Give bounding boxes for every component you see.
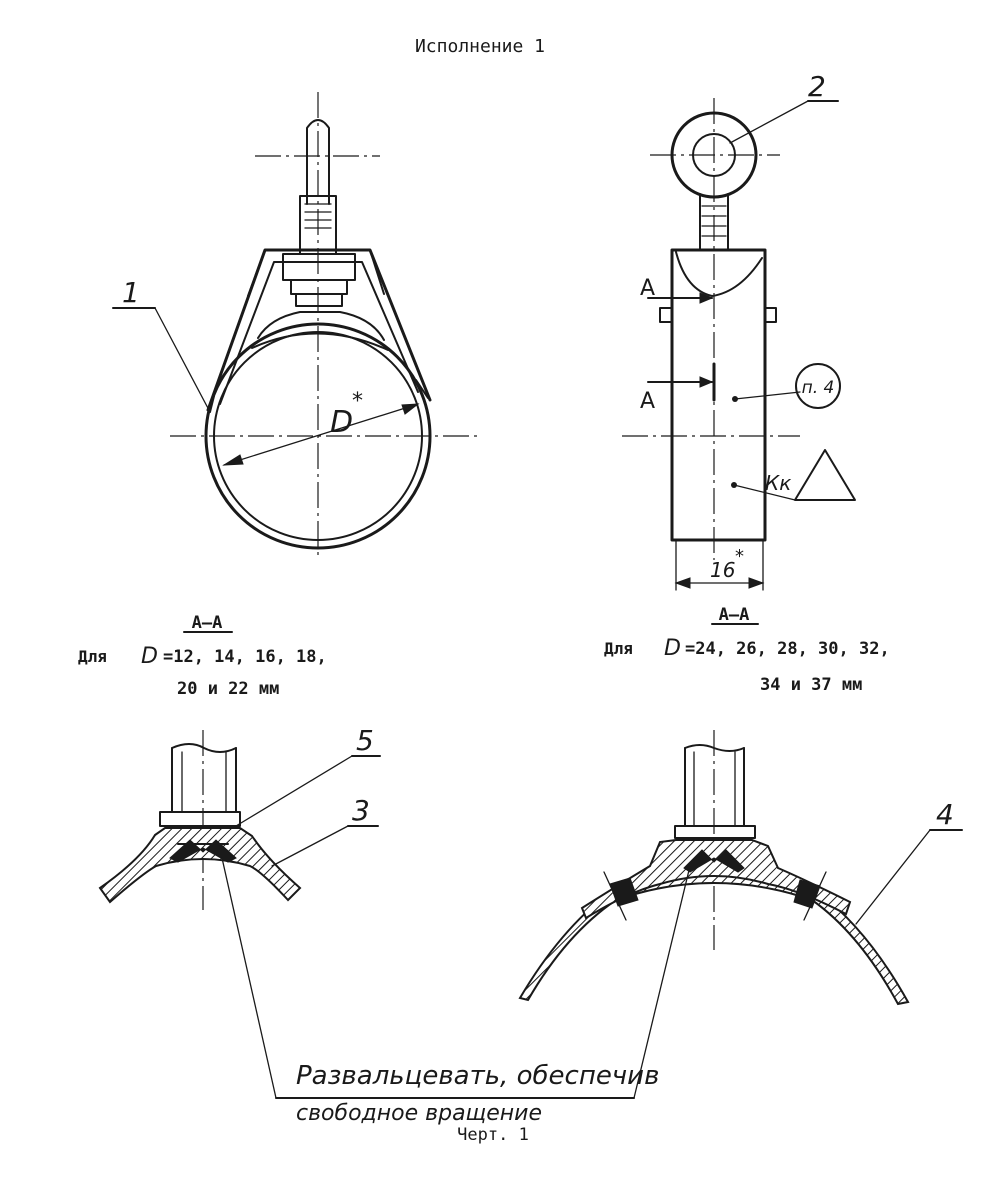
section-right-line2: 34 и 37 мм — [760, 675, 862, 695]
section-left-symbol: D — [141, 644, 158, 669]
section-right-title: А–А — [719, 605, 750, 625]
section-right-prefix: Для — [604, 639, 633, 658]
section-right-symbol: D — [664, 636, 681, 661]
drawing-title: Исполнение 1 — [415, 36, 545, 57]
section-left-values: =12, 14, 16, 18, — [163, 647, 327, 667]
section-left-title: А–А — [192, 613, 223, 633]
callout-3: 3 — [352, 794, 370, 827]
assembly-note: Развальцевать, обеспечив свободное враще… — [221, 857, 691, 1126]
note-line-2: свободное вращение — [296, 1101, 542, 1126]
section-left-line2: 20 и 22 мм — [177, 679, 279, 699]
note-line-1: Развальцевать, обеспечив — [296, 1061, 659, 1091]
width-asterisk: * — [735, 546, 744, 567]
section-right-detail: 4 — [518, 730, 963, 1006]
clamp-side-view: A A п. 4 Кк 16 * 2 — [622, 70, 856, 591]
width-dimension: 16 — [710, 558, 735, 582]
clamp-front-view: D * 1 — [112, 92, 480, 555]
note-reference: п. 4 — [802, 378, 835, 398]
section-left-heading: А–А Для D =12, 14, 16, 18, 20 и 22 мм — [78, 613, 327, 699]
section-left-prefix: Для — [78, 647, 107, 666]
callout-2: 2 — [808, 70, 826, 103]
diameter-label: D — [330, 405, 353, 440]
surface-mark: Кк — [765, 471, 791, 495]
section-mark-lower: A — [640, 389, 655, 414]
callout-5: 5 — [356, 724, 374, 757]
diameter-asterisk: * — [352, 389, 363, 414]
section-left-detail: 5 3 — [98, 724, 381, 910]
drawing-caption: Черт. 1 — [457, 1125, 529, 1145]
section-right-heading: А–А Для D =24, 26, 28, 30, 32, 34 и 37 м… — [604, 605, 890, 695]
callout-4: 4 — [936, 798, 954, 831]
callout-1: 1 — [122, 276, 140, 309]
section-right-values: =24, 26, 28, 30, 32, — [685, 639, 890, 659]
section-mark-upper: A — [640, 276, 655, 301]
